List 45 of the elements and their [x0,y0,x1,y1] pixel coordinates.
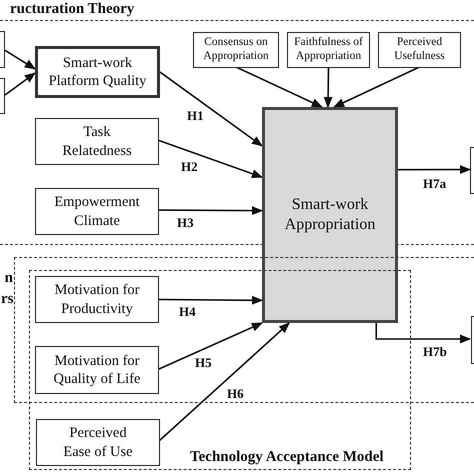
group-heading: Technology Acceptance Model [190,449,384,466]
hypothesis-label: H6 [226,387,245,402]
group-heading: ructuration Theory [10,1,134,18]
construct-box [378,32,461,68]
construct-label: Motivation for Quality of Life [52,352,142,388]
hypothesis-label: H7a [422,177,448,192]
construct-box [35,188,159,235]
arrow [158,322,264,370]
construct-label: Consensus on Appropriation [202,36,270,64]
construct-box [193,32,279,68]
construct-label: Empowerment Climate [53,193,141,230]
construct-label: Perceived Ease of Use [62,424,134,461]
hypothesis-label: H5 [194,356,213,370]
arrow [398,165,472,174]
central-construct-box [262,107,398,323]
hypothesis-label: H7b [422,345,448,360]
hypothesis-label: H3 [176,216,195,230]
arrow [333,66,420,108]
empty-box [471,316,474,364]
construct-box [35,276,159,323]
construct-box [35,346,159,394]
construct-box [36,419,160,466]
arrow [158,322,290,442]
construct-box [287,32,370,68]
empty-box [0,78,5,114]
arrow [158,140,264,178]
construct-box [35,118,159,165]
arrow [324,66,333,108]
construct-label: Task Relatedness [61,123,133,160]
arrow [160,71,263,147]
group-heading: n rs [1,269,13,309]
arrow [375,323,472,344]
construct-label: Motivation for Productivity [54,281,140,318]
construct-box [35,46,160,98]
construct-label: Faithfulness of Appropriation [293,36,364,64]
construct-label: Smart-work Platform Quality [48,54,148,90]
arrow [159,206,264,216]
construct-label: Perceived Usefulness [393,36,446,64]
arrow [159,296,264,305]
construct-label: Smart-work Appropriation [284,195,376,235]
arrow [4,50,36,70]
empty-box [0,31,5,68]
arrow [236,66,323,108]
arrow [4,72,36,96]
empty-box [470,147,474,194]
